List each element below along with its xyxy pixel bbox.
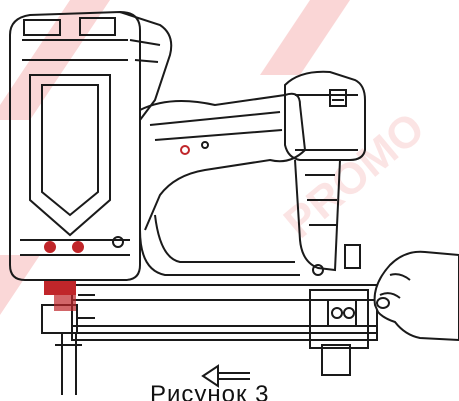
top-cap	[119, 11, 173, 121]
nose-assembly	[41, 281, 82, 395]
figure-caption: Рисунок 3	[150, 381, 270, 401]
battery-pack	[284, 70, 366, 161]
frame	[112, 214, 300, 276]
trigger-grip	[294, 159, 361, 276]
magazine	[71, 284, 378, 376]
hand-pushing-magazine-icon	[373, 250, 459, 342]
handle-body	[139, 92, 307, 231]
direction-arrow-left-icon	[201, 364, 250, 388]
motor-housing	[9, 10, 141, 281]
